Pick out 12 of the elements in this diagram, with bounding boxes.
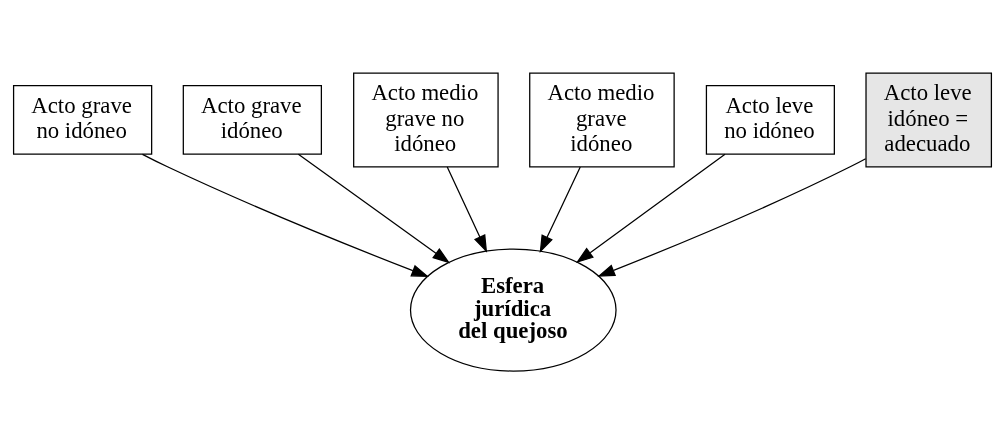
node-box: Acto grave idóneo — [182, 85, 322, 155]
arrow — [141, 153, 430, 278]
arrow — [297, 153, 451, 264]
arrow — [575, 153, 726, 264]
node-box: Acto medio grave idóneo — [529, 72, 675, 168]
node-box: Acto grave no idóneo — [12, 85, 153, 155]
arrow — [539, 166, 581, 253]
node-box: Acto medio grave no idóneo — [353, 72, 499, 168]
node-box: Acto leve idóneo = adecuado — [865, 72, 993, 168]
arrow — [446, 166, 488, 253]
node-box: Acto leve no idóneo — [705, 85, 835, 155]
arrow — [597, 158, 867, 277]
